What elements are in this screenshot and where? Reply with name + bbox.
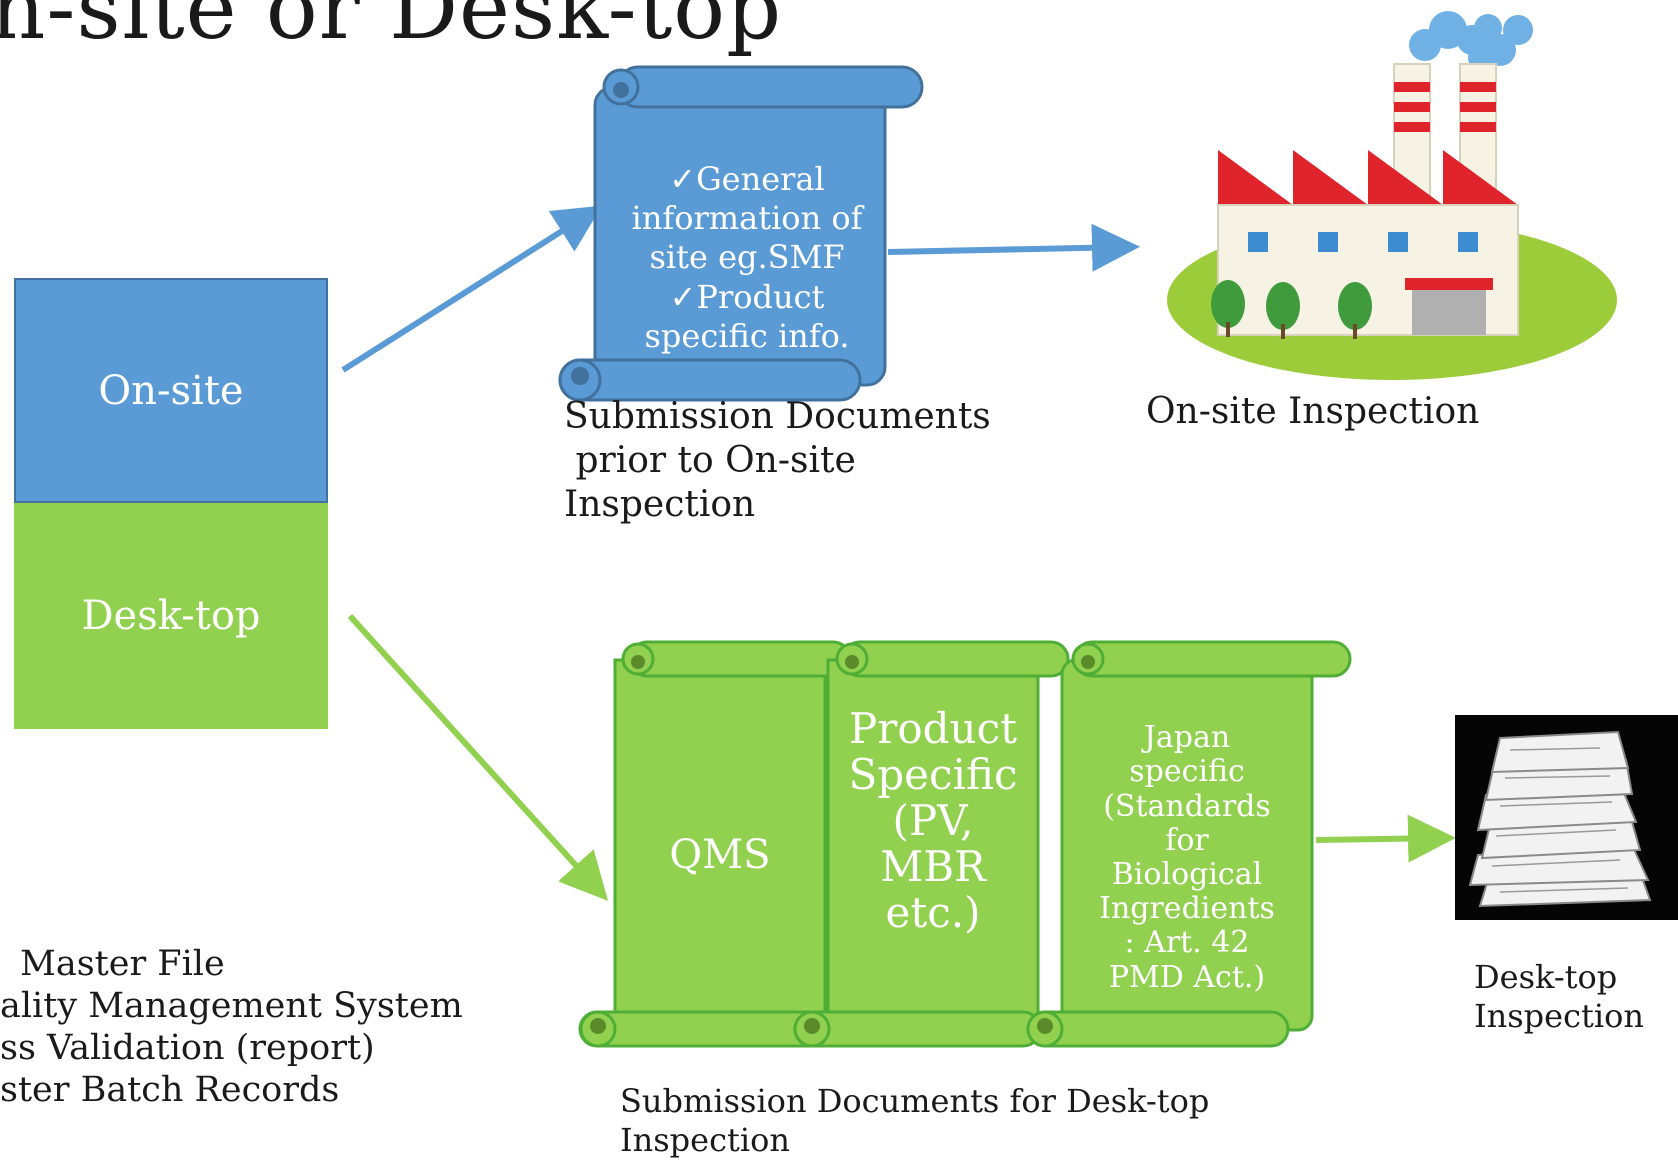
product-line: Product bbox=[849, 703, 1017, 753]
onsite-docs-scroll-icon bbox=[558, 65, 924, 402]
qms-label: QMS bbox=[669, 831, 771, 878]
product-line: etc.) bbox=[885, 888, 981, 938]
onsite-docs-line: ✓Product bbox=[669, 277, 825, 316]
caption-line: Inspection bbox=[564, 483, 756, 525]
caption-line: Inspection bbox=[1474, 997, 1644, 1036]
japan-line: Biological bbox=[1111, 857, 1263, 892]
desktop-docs-caption: Submission Documents for Desk-top Inspec… bbox=[620, 1082, 1209, 1160]
factory-icon bbox=[1167, 11, 1617, 380]
abbreviation-legend: Master File ality Management System ss V… bbox=[0, 943, 463, 1111]
caption-line: Desk-top bbox=[1474, 958, 1618, 996]
onsite-label: On-site bbox=[98, 367, 244, 414]
arrow-desktop-to-docs bbox=[347, 613, 609, 901]
onsite-docs-line: site eg.SMF bbox=[649, 238, 845, 277]
onsite-docs-text: ✓General information of site eg.SMF ✓Pro… bbox=[612, 128, 882, 388]
desktop-scroll-qms-text: QMS bbox=[615, 680, 825, 1030]
caption-line: Inspection bbox=[620, 1121, 790, 1160]
onsite-block: On-site bbox=[14, 278, 328, 503]
onsite-docs-line: information of bbox=[631, 199, 863, 238]
caption-line: Submission Documents bbox=[564, 396, 991, 437]
papers-caption: Desk-top Inspection bbox=[1474, 958, 1644, 1036]
product-line: Specific bbox=[848, 749, 1018, 799]
desktop-scroll-product-text: Product Specific (PV, MBR etc.) bbox=[828, 676, 1038, 966]
caption-line: prior to On-site bbox=[564, 439, 856, 481]
onsite-docs-line: specific info. bbox=[644, 316, 850, 355]
desktop-block: Desk-top bbox=[14, 503, 328, 729]
japan-line: for bbox=[1165, 822, 1209, 858]
arrow-docs-to-factory bbox=[887, 223, 1140, 272]
legend-line: ss Validation (report) bbox=[0, 1028, 375, 1068]
japan-line: specific bbox=[1129, 754, 1245, 790]
arrow-onsite-to-docs bbox=[341, 205, 603, 373]
product-line: (PV, bbox=[892, 795, 974, 845]
legend-line: Master File bbox=[20, 944, 225, 984]
page-title: n-site or Desk-top bbox=[0, 0, 783, 59]
onsite-docs-caption: Submission Documents prior to On-site In… bbox=[564, 395, 991, 527]
desktop-scroll-product-icon bbox=[793, 640, 1070, 1048]
arrow-docs-to-papers bbox=[1315, 814, 1456, 863]
desktop-scroll-qms-icon bbox=[578, 640, 852, 1048]
caption-line: Submission Documents for Desk-top bbox=[620, 1082, 1210, 1120]
product-line: MBR bbox=[880, 842, 986, 892]
legend-line: ality Management System bbox=[0, 986, 463, 1026]
japan-line: : Art. 42 bbox=[1124, 925, 1250, 961]
desktop-label: Desk-top bbox=[81, 593, 261, 639]
legend-line: ster Batch Records bbox=[0, 1070, 340, 1110]
japan-line: PMD Act.) bbox=[1108, 959, 1266, 995]
paper-pile-icon bbox=[1455, 715, 1678, 920]
japan-line: (Standards bbox=[1103, 788, 1271, 824]
japan-line: Ingredients bbox=[1099, 891, 1275, 927]
desktop-scroll-japan-icon bbox=[1026, 640, 1352, 1048]
desktop-scroll-japan-text: Japan specific (Standards for Biological… bbox=[1062, 680, 1312, 1036]
onsite-docs-line: ✓General bbox=[669, 160, 825, 199]
japan-line: Japan bbox=[1143, 720, 1231, 756]
factory-caption: On-site Inspection bbox=[1146, 391, 1480, 432]
